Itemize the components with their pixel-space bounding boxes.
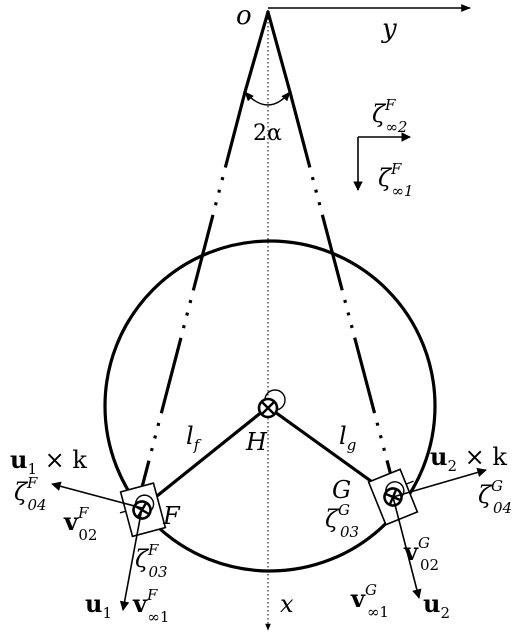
- angle-arc: [244, 91, 291, 106]
- label-origin: o: [236, 1, 252, 31]
- wheel-circle: [103, 239, 437, 573]
- label-x-axis: x: [280, 590, 294, 618]
- label-angle: 2α: [253, 121, 282, 146]
- arrow-u2: [392, 496, 422, 599]
- label-vinf1G: vG∞1: [350, 581, 389, 621]
- label-lf: lf: [186, 422, 202, 454]
- label-y-axis: y: [381, 14, 397, 44]
- label-G: G: [332, 476, 351, 504]
- label-lg: lg: [339, 422, 356, 454]
- label-zeta-inf1: ζF∞1: [378, 160, 413, 200]
- link-lf: [140, 405, 270, 510]
- leg-right-dash: [288, 91, 396, 488]
- leg-right-top: [266, 10, 292, 94]
- leg-left-top: [243, 10, 270, 94]
- label-u1k: u1 × k: [10, 445, 87, 478]
- arrow-u1: [119, 507, 143, 611]
- arrow-u2k: [392, 467, 487, 498]
- label-u1: u1: [85, 589, 112, 622]
- leg-left-dash: [138, 91, 247, 496]
- label-F: F: [162, 502, 181, 530]
- label-zeta-inf2: ζF∞2: [372, 96, 407, 136]
- wheel-F: [119, 482, 167, 538]
- joint-H-cross: [261, 401, 275, 415]
- label-u2k: u2 × k: [430, 442, 507, 475]
- label-vinf1F: vF∞1: [132, 586, 169, 626]
- label-u2: u2: [423, 589, 450, 622]
- label-H: H: [245, 428, 268, 456]
- arrow-u1k: [51, 481, 143, 509]
